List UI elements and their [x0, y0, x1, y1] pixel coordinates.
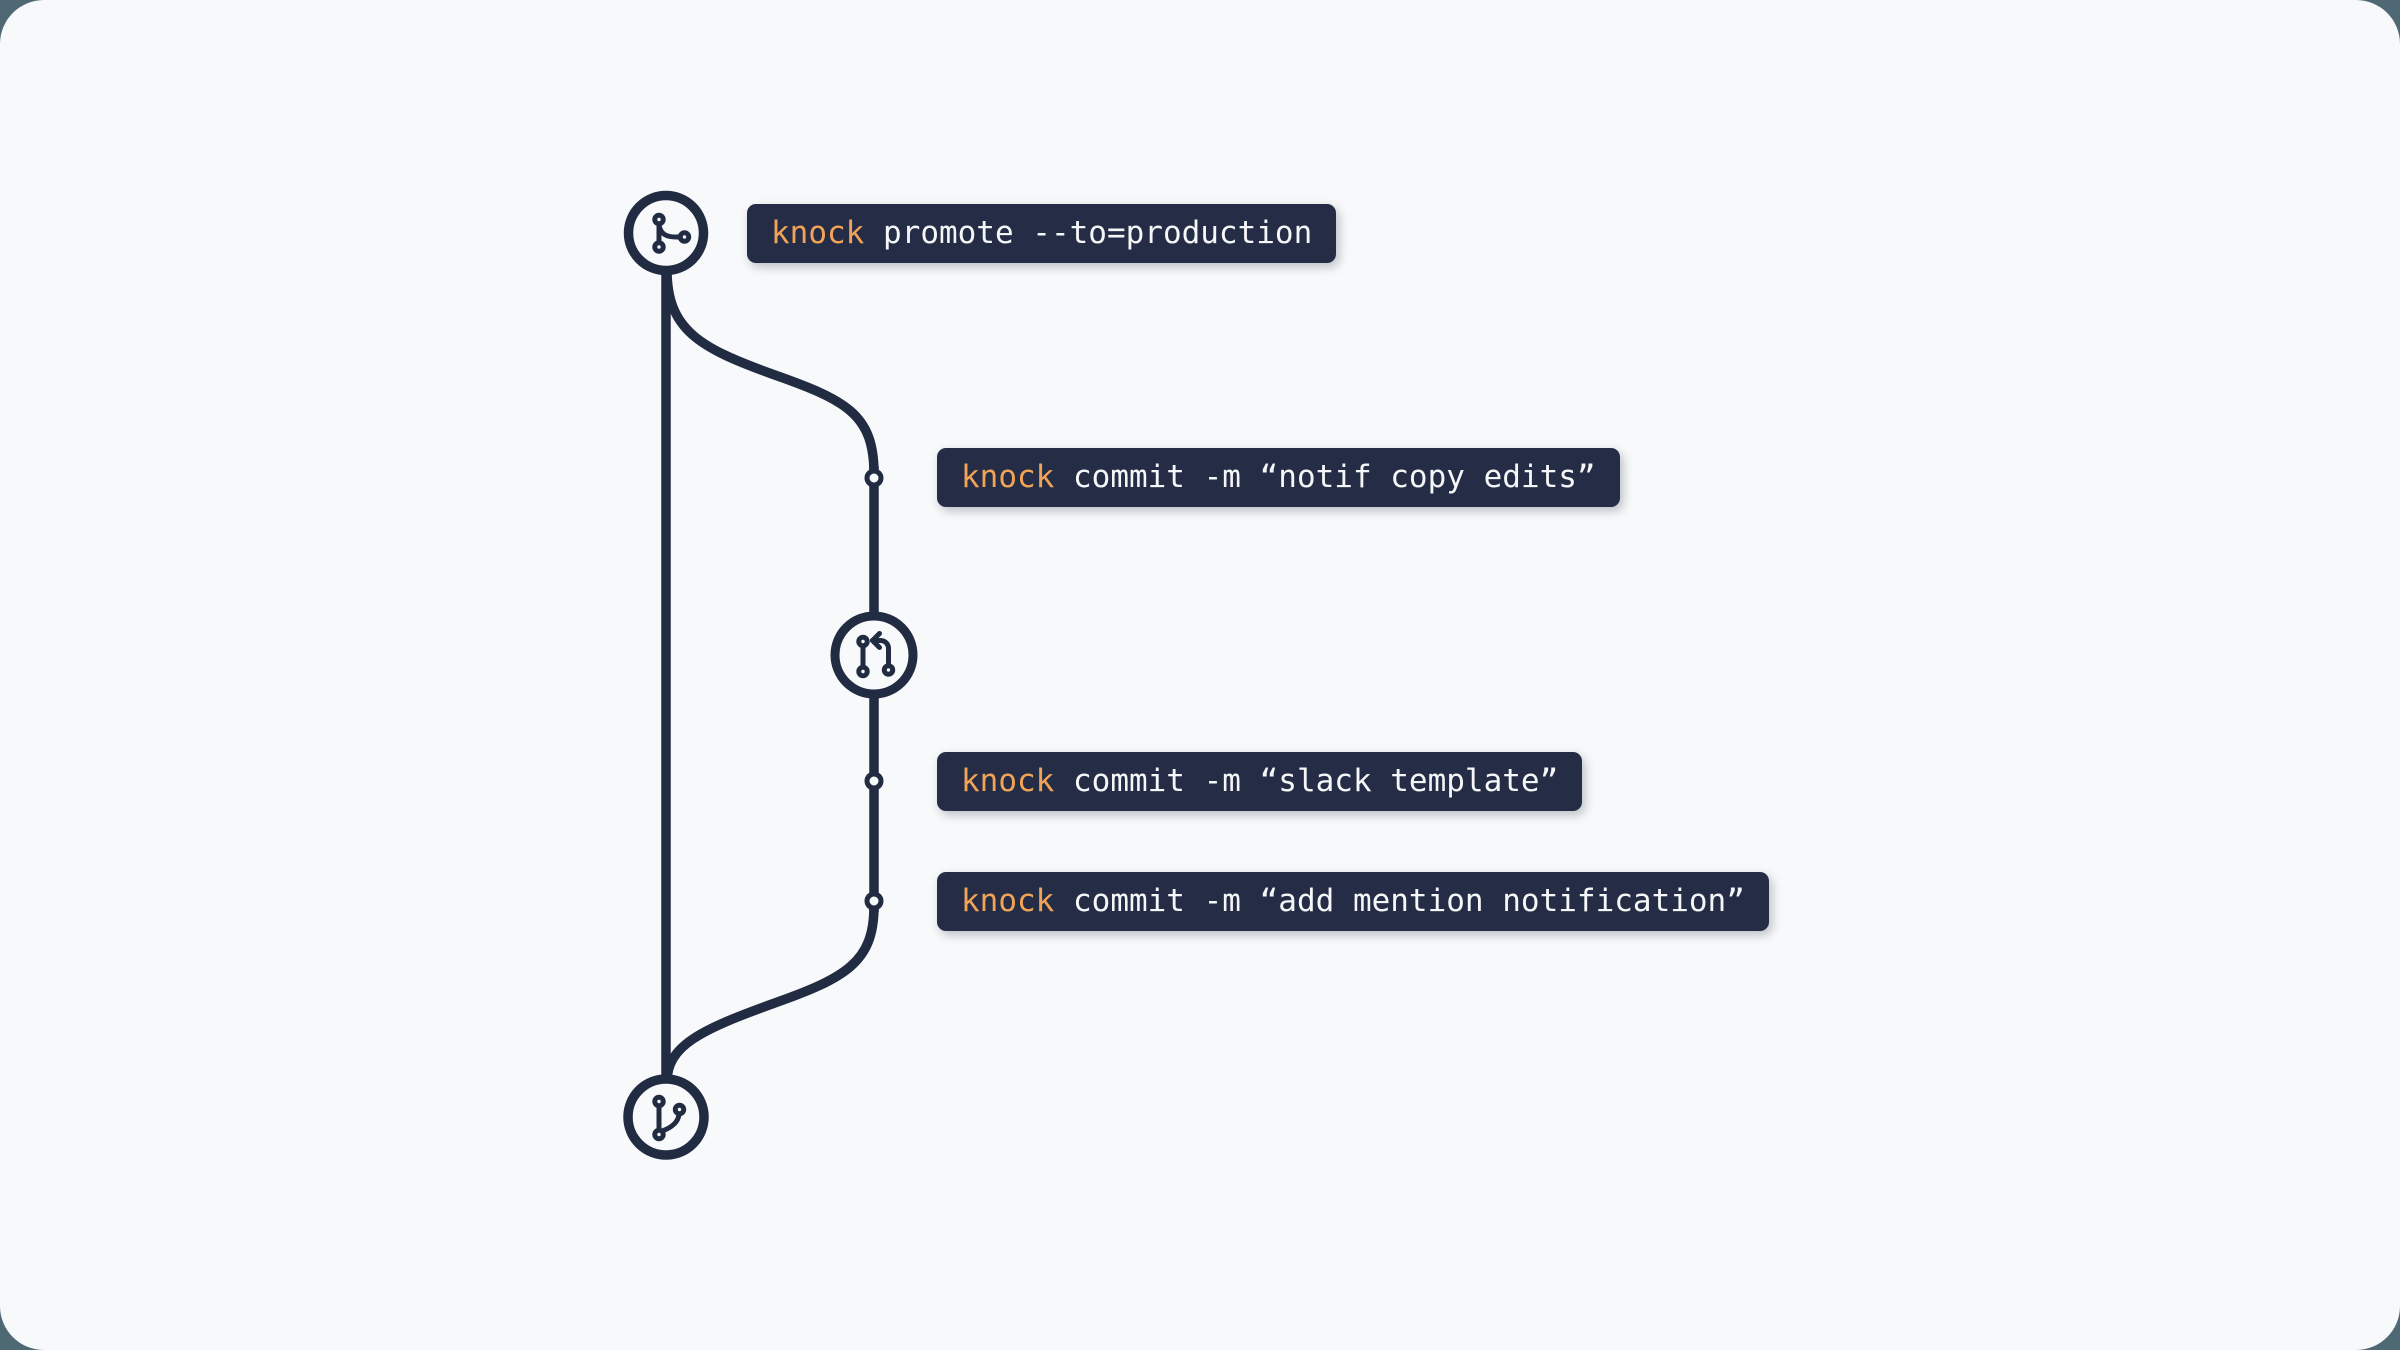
commit-dot-1 — [864, 468, 884, 488]
command-name: knock — [961, 459, 1055, 495]
label-commit-1: knock commit -m “notif copy edits” — [937, 448, 1620, 507]
command-args: promote --to=production — [864, 215, 1313, 251]
top-node — [623, 190, 709, 276]
command-args: commit -m “notif copy edits” — [1054, 459, 1596, 495]
commit-dot-2 — [864, 771, 884, 791]
label-commit-2: knock commit -m “slack template” — [937, 752, 1583, 811]
commit-dot-3 — [864, 891, 884, 911]
command-name: knock — [961, 883, 1055, 919]
label-promote: knock promote --to=production — [747, 204, 1337, 263]
command-name: knock — [771, 215, 865, 251]
bottom-node — [623, 1074, 709, 1160]
middle-node-circle — [830, 611, 918, 699]
branch-merge-curve — [662, 905, 879, 1083]
command-name: knock — [961, 763, 1055, 799]
label-commit-3: knock commit -m “add mention notificatio… — [937, 872, 1769, 931]
bottom-node-circle — [623, 1074, 709, 1160]
command-args: commit -m “add mention notification” — [1054, 883, 1745, 919]
middle-node — [830, 611, 918, 699]
branch-out-curve — [662, 269, 879, 475]
git-pull-request-arrow-icon — [856, 631, 896, 679]
command-args: commit -m “slack template” — [1054, 763, 1559, 799]
git-branch-out-icon — [652, 212, 692, 254]
git-branch-merge-icon — [652, 1094, 687, 1142]
